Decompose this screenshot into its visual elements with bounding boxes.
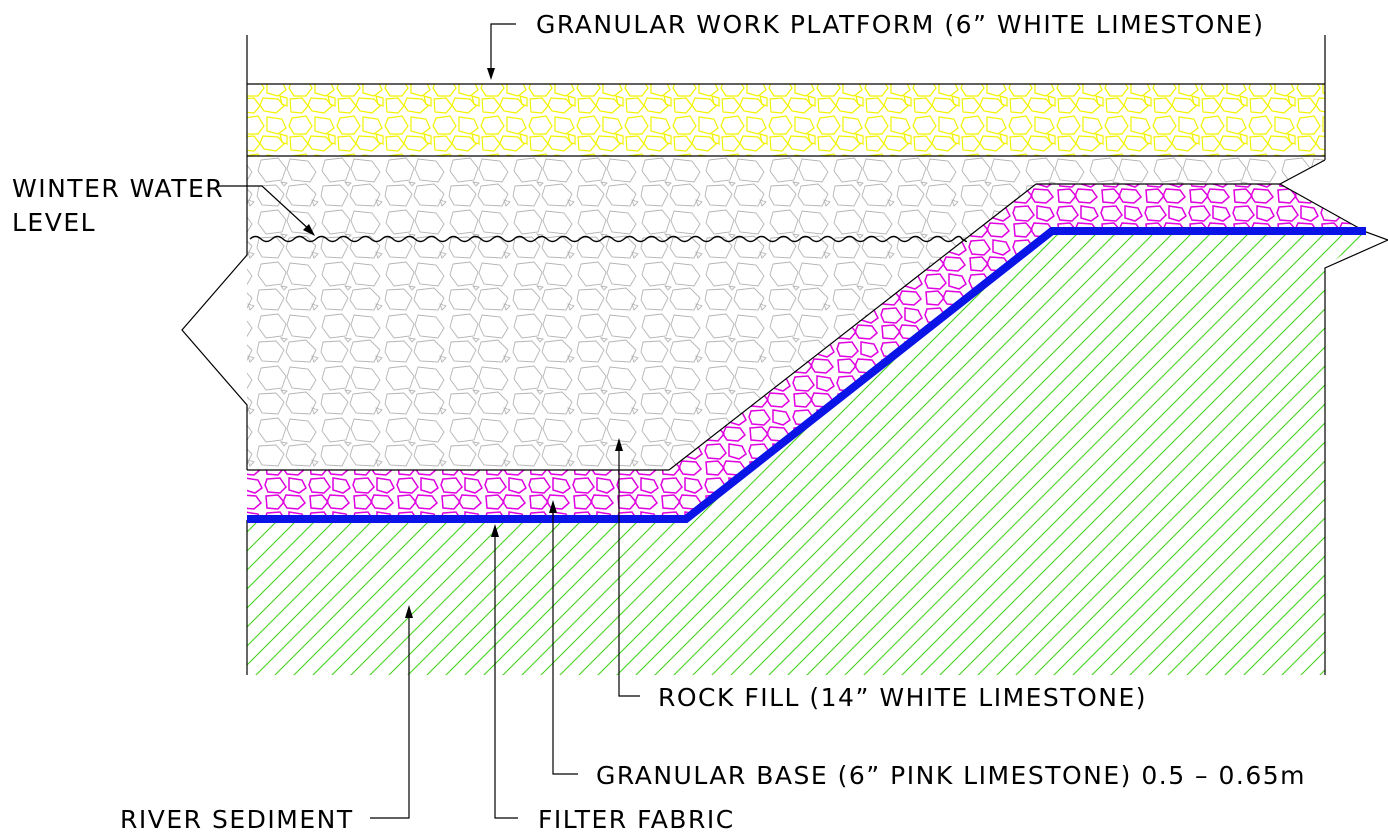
winter-water-leader <box>218 185 315 236</box>
filter-fabric-layer <box>247 227 1366 523</box>
granular-base-label: GRANULAR BASE (6” PINK LIMESTONE) 0.5 – … <box>596 761 1306 790</box>
winter-water-label-line2: LEVEL <box>12 208 96 237</box>
rock-fill-leader <box>615 438 640 697</box>
rock-fill-label: ROCK FILL (14” WHITE LIMESTONE) <box>658 683 1147 712</box>
work-platform-layer <box>247 84 1325 156</box>
section-outline <box>181 35 1388 675</box>
filter-fabric-label: FILTER FABRIC <box>538 805 735 833</box>
winter-water-label-line1: WINTER WATER <box>12 174 224 203</box>
filter-fabric-leader <box>491 524 518 819</box>
river-sediment-layer <box>247 232 1366 675</box>
rock-fill-layer <box>247 156 1325 470</box>
platform-leader <box>487 23 516 80</box>
river-sediment-leader <box>370 605 413 819</box>
granular-base-layer <box>247 184 1366 520</box>
river-sediment-label: RIVER SEDIMENT <box>120 805 354 833</box>
water-level-wave <box>249 235 967 243</box>
platform-label: GRANULAR WORK PLATFORM (6” WHITE LIMESTO… <box>536 10 1265 39</box>
water-level-line <box>249 235 967 243</box>
granular-base-leader <box>549 500 578 775</box>
